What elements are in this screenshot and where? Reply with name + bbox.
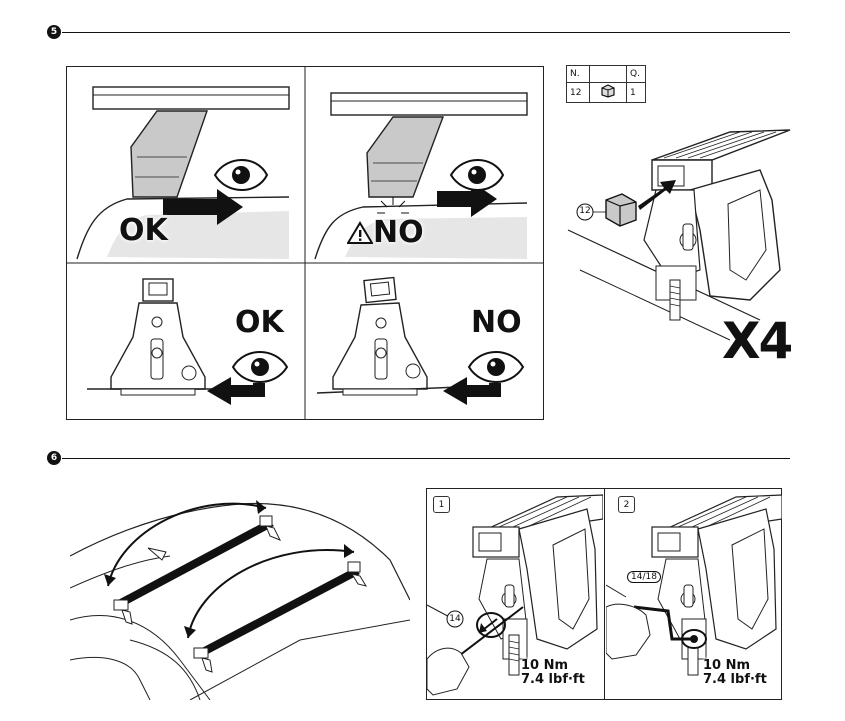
foot-front-view-no — [316, 276, 525, 405]
torque-lbf-1: 7.4 lbf·ft — [521, 672, 585, 687]
no-label-side-group: NO — [347, 215, 424, 250]
fitting-check-grid: OK NO OK NO — [66, 66, 544, 420]
tool-size-callout-2: 14/18 — [627, 571, 661, 583]
foot-front-view-ok — [87, 278, 289, 405]
torque-nm-1: 10 Nm — [521, 658, 569, 673]
torque-value-1: 10 Nm 7.4 lbf·ft — [521, 659, 585, 687]
step-5-rule — [62, 32, 790, 33]
parts-row-number: 12 — [566, 82, 590, 103]
torque-nm-2: 10 Nm — [703, 658, 751, 673]
parts-header-number: N. — [566, 65, 590, 83]
substep-number-1: 1 — [433, 496, 450, 513]
end-cap-icon — [601, 84, 615, 98]
front-roof-bar — [113, 515, 282, 625]
tightening-divider — [604, 489, 605, 699]
parts-row-quantity: 1 — [626, 82, 646, 103]
tightening-substep-1-illustration — [427, 494, 603, 696]
tightening-panels: 1 14 10 Nm 7.4 lbf·ft 2 14/18 10 Nm 7.4 … — [426, 488, 782, 700]
torque-lbf-2: 7.4 lbf·ft — [703, 672, 767, 687]
ok-label-front: OK — [235, 305, 284, 340]
end-cap-insertion-illustration — [567, 129, 791, 341]
tool-size-callout-1: 14 — [449, 614, 461, 624]
step-6-rule — [62, 458, 790, 459]
warning-triangle-icon — [347, 220, 373, 244]
step-number-6: 6 — [47, 451, 61, 465]
parts-header-image — [589, 65, 627, 83]
substep-number-2: 2 — [618, 496, 635, 513]
part-callout-12: 12 — [579, 206, 591, 216]
no-label-front: NO — [471, 305, 522, 340]
parts-table: N. Q. 12 1 — [566, 65, 646, 103]
fitting-check-illustration — [67, 67, 543, 419]
tightening-substep-2-illustration — [606, 494, 782, 676]
ok-label-side: OK — [119, 213, 168, 248]
multiplier-label: X4 — [722, 312, 793, 370]
no-label-side: NO — [373, 215, 424, 250]
step-number-5: 5 — [47, 25, 61, 39]
parts-row-image — [589, 82, 627, 103]
foot-side-view-ok — [76, 86, 290, 260]
car-roof-with-bars-illustration — [70, 500, 410, 700]
foot-side-view-no — [314, 92, 528, 260]
rear-roof-bar — [193, 561, 368, 673]
torque-value-2: 10 Nm 7.4 lbf·ft — [703, 659, 767, 687]
parts-header-quantity: Q. — [626, 65, 646, 83]
